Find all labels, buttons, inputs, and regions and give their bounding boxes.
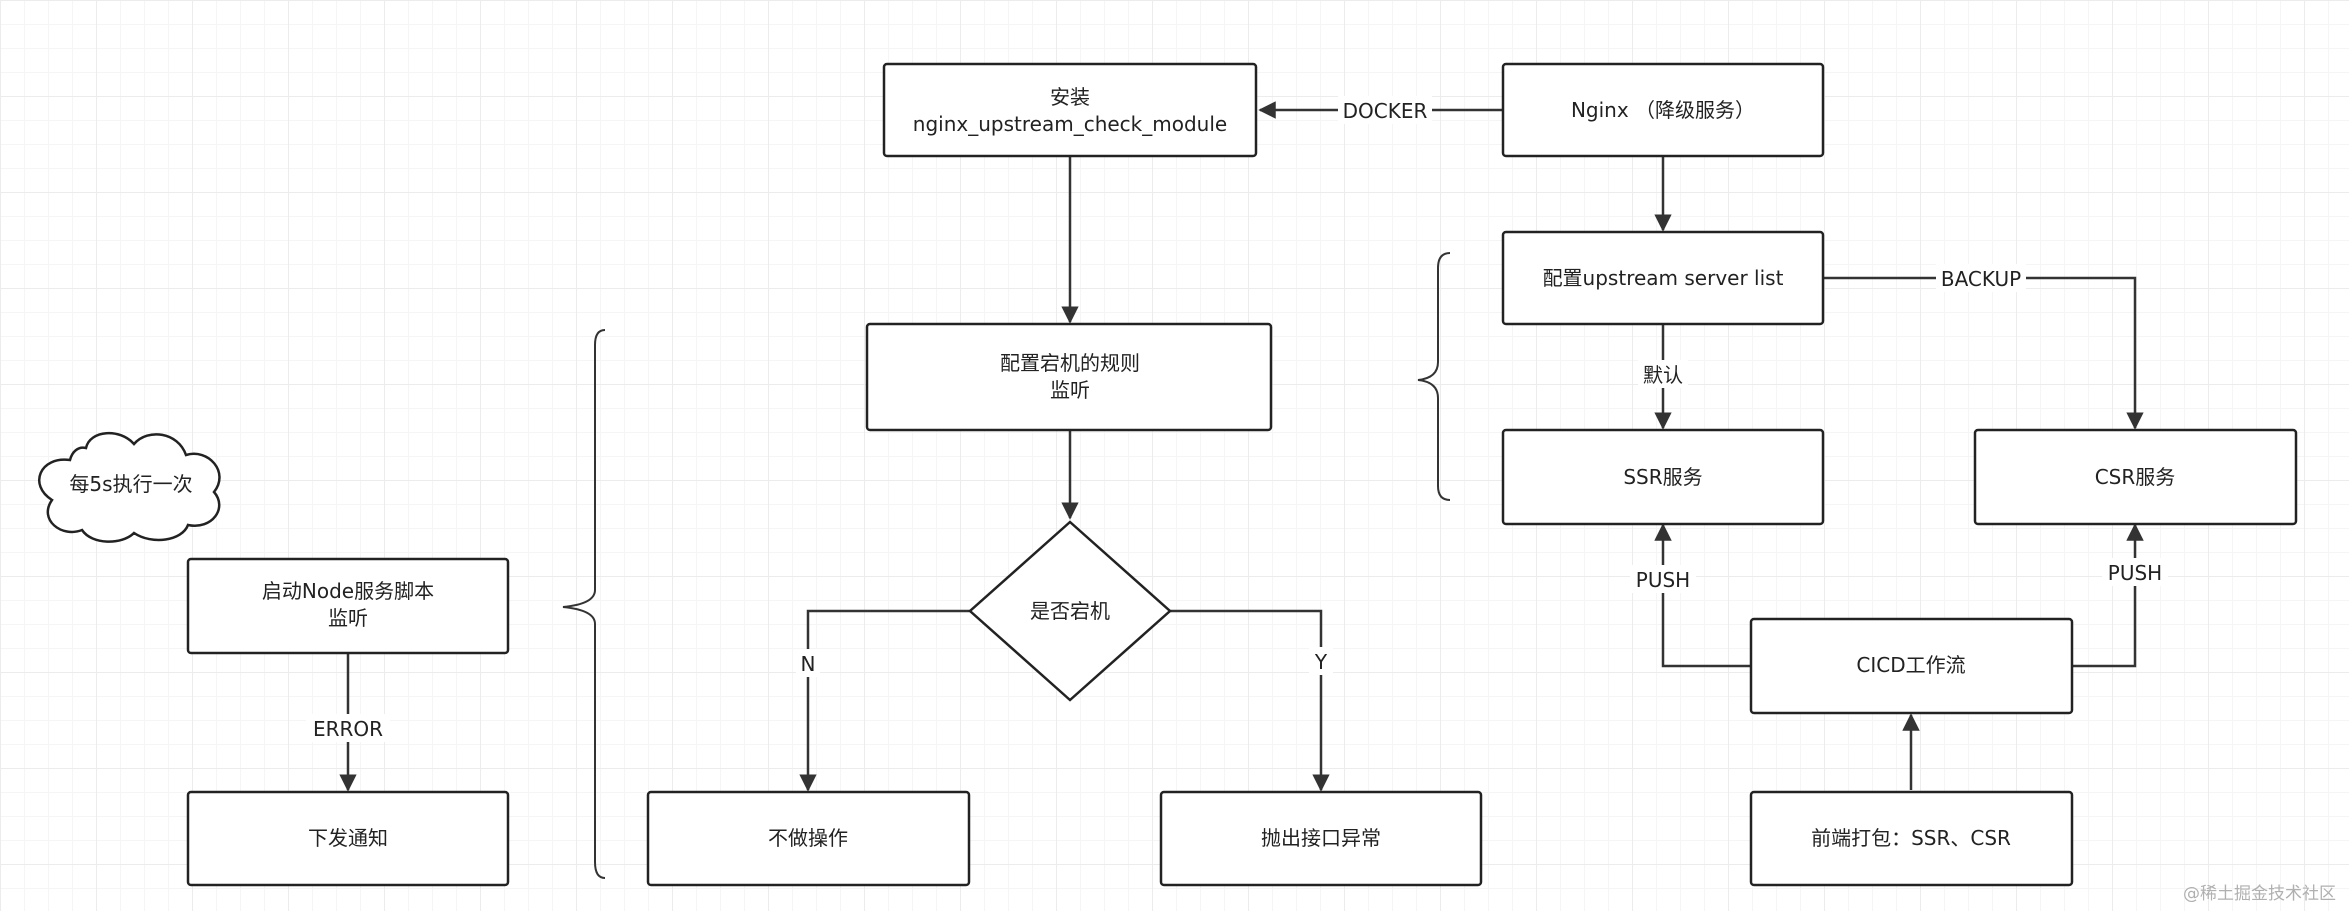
nginx-node[interactable]: Nginx （降级服务）: [1501, 62, 1825, 158]
install-module-node[interactable]: 安装 nginx_upstream_check_module: [882, 62, 1258, 158]
frontend-build-label: 前端打包：SSR、CSR: [1811, 826, 2011, 850]
downtime-rules-node[interactable]: 配置宕机的规则 监听: [865, 322, 1273, 432]
downtime-rules-sublabel: 监听: [1050, 378, 1090, 402]
monitor-group-brace: [562, 329, 606, 879]
ssr-service-label: SSR服务: [1623, 465, 1702, 489]
edge-label-backup: BACKUP: [1941, 267, 2021, 291]
throw-exception-node[interactable]: 抛出接口异常: [1159, 790, 1483, 887]
cicd-workflow-label: CICD工作流: [1856, 653, 1965, 677]
edge-upstream-to-csr: [1823, 276, 2144, 430]
no-action-label: 不做操作: [768, 826, 848, 850]
ssr-service-node[interactable]: SSR服务: [1501, 428, 1825, 526]
node-script-node[interactable]: 启动Node服务脚本 监听: [186, 557, 510, 655]
upstream-config-node[interactable]: 配置upstream server list: [1501, 230, 1825, 326]
install-module-name: nginx_upstream_check_module: [913, 112, 1227, 136]
frontend-build-node[interactable]: 前端打包：SSR、CSR: [1749, 790, 2074, 887]
edge-label-default: 默认: [1643, 363, 1683, 387]
send-notification-node[interactable]: 下发通知: [186, 790, 510, 887]
edge-label-error: ERROR: [313, 717, 383, 741]
edge-cicd-to-ssr: [1654, 523, 1750, 668]
edge-label-push-ssr: PUSH: [1636, 568, 1690, 592]
is-down-decision-node[interactable]: 是否宕机: [968, 520, 1172, 702]
schedule-cloud-label: 每5s执行一次: [69, 472, 192, 496]
edge-decision-to-noop: [799, 609, 970, 792]
throw-exception-label: 抛出接口异常: [1261, 826, 1381, 850]
install-module-title: 安装: [1050, 85, 1090, 109]
upstream-group-brace: [1417, 252, 1451, 501]
downtime-rules-label: 配置宕机的规则: [1000, 351, 1140, 375]
watermark: @稀土掘金技术社区: [2183, 884, 2336, 904]
cicd-workflow-node[interactable]: CICD工作流: [1749, 617, 2074, 715]
nginx-label: Nginx （降级服务）: [1571, 98, 1755, 122]
csr-service-label: CSR服务: [2095, 465, 2176, 489]
edge-label-push-csr: PUSH: [2108, 561, 2162, 585]
csr-service-node[interactable]: CSR服务: [1973, 428, 2298, 526]
edge-label-no: N: [801, 652, 816, 676]
send-notification-label: 下发通知: [308, 826, 388, 850]
upstream-config-label: 配置upstream server list: [1543, 266, 1784, 290]
node-script-sublabel: 监听: [328, 606, 368, 630]
edge-label-docker: DOCKER: [1343, 99, 1428, 123]
no-action-node[interactable]: 不做操作: [646, 790, 971, 887]
schedule-cloud-node[interactable]: 每5s执行一次: [38, 431, 221, 543]
is-down-decision-label: 是否宕机: [1030, 599, 1110, 623]
edge-decision-to-throw: [1170, 609, 1330, 792]
edge-label-yes: Y: [1314, 650, 1328, 674]
node-script-label: 启动Node服务脚本: [262, 579, 434, 603]
edge-cicd-to-csr: [2072, 523, 2144, 668]
